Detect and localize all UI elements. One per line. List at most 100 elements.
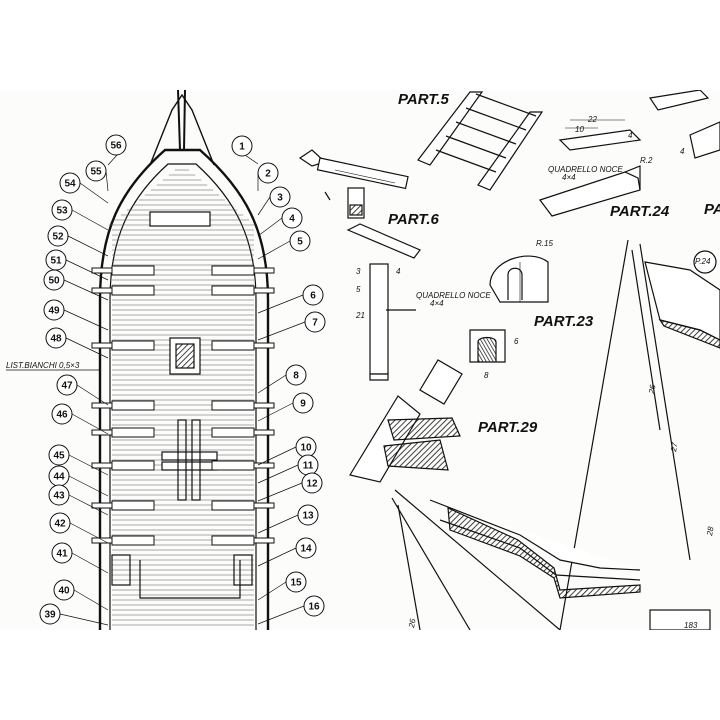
callout-bubble: 47 [56,374,109,406]
callout-bubble: 9 [257,392,314,422]
callout-bubble: 51 [45,249,109,281]
callout-bubble: 2 [257,162,279,191]
deck-fittings [111,211,253,599]
callout-label: 2 [265,169,271,180]
grating-pattern [175,343,195,369]
cannon [211,265,275,276]
callout-label: 41 [56,549,68,560]
cannon [211,400,275,411]
callout-bubble: 8 [257,364,307,394]
cannon [91,460,155,471]
dim-3: 3 [356,267,361,276]
callout-label: 50 [48,276,60,287]
dim-4b: 4 [680,147,685,156]
callout-label: 12 [306,479,318,490]
rigging-26: 26 [647,383,658,395]
callout-bubble: 46 [51,403,109,435]
dim-4c: 4 [396,267,401,276]
cannon [211,500,275,511]
cannon [211,285,275,296]
callout-bubble: 15 [257,571,307,601]
callout-label: 7 [312,318,318,329]
cannon [91,340,155,351]
callout-label: 51 [50,256,62,267]
cannon [91,400,155,411]
callout-bubble: 41 [51,542,109,574]
callout-bubble: 44 [48,465,109,497]
callout-bubble: 16 [257,595,325,625]
callout-bubble: 3 [257,186,291,216]
dim-4a: 4 [628,131,633,140]
callout-bubble: 1 [231,135,259,165]
note-quadrello-2: QUADRELLO NOCE [548,165,623,174]
part6-label: PART.6 [388,211,440,228]
cannon [211,535,275,546]
callout-label: 42 [54,519,66,530]
callout-label: 55 [90,167,102,178]
callout-label: 49 [48,306,60,317]
callout-bubble: 7 [257,311,326,341]
callout-bubble: 43 [48,484,109,516]
cannons [91,265,275,546]
note-quadrello-2-size: 4×4 [562,173,576,182]
callout-label: 1 [239,142,245,153]
callout-bubble: 56 [105,134,127,166]
part24-label: PART.24 [610,203,670,220]
rigging-27: 27 [669,441,680,453]
callout-label: 47 [61,381,73,392]
cannon [91,285,155,296]
dim-5: 5 [356,285,361,294]
part29-label: PART.29 [478,419,538,436]
callout-label: 43 [53,491,65,502]
callout-label: 44 [53,472,65,483]
dim-21: 21 [355,311,365,320]
callout-label: 3 [277,193,283,204]
partial-part-label: PA [704,201,720,218]
callout-label: 16 [308,602,320,613]
cannon [91,500,155,511]
rigging-p24: P.24 [695,257,711,266]
part5-label: PART.5 [398,91,450,108]
callout-label: 8 [293,371,299,382]
callout-bubble: 52 [47,225,109,257]
callout-bubble: 45 [48,444,109,476]
cannon [211,427,275,438]
dim-10: 10 [575,125,584,134]
note-quadrello-1: QUADRELLO NOCE [416,291,491,300]
callout-bubble: 54 [59,172,109,204]
part23-drawing [469,255,549,363]
callout-bubble: 6 [257,284,324,314]
callout-bubble: 39 [39,603,109,626]
callout-label: 5 [297,237,303,248]
callout-label: 9 [300,399,306,410]
callout-label: 45 [53,451,65,462]
dim-r15: R.15 [536,239,553,248]
callout-label: 11 [303,461,314,472]
callout-bubble: 13 [257,504,319,534]
cannon [211,460,275,471]
callout-label: 6 [310,291,316,302]
callout-label: 39 [44,610,56,621]
rigging-sails [391,239,720,630]
callout-label: 54 [64,179,76,190]
cannon [211,340,275,351]
callout-label: 13 [302,511,314,522]
note-quadrello-1-size: 4×4 [430,299,444,308]
part24-drawing [539,90,720,217]
callout-bubble: 50 [43,269,109,301]
dim-22: 22 [587,115,597,124]
callout-label: 46 [56,410,68,421]
rigging-28: 28 [705,525,716,537]
deck-planking [108,169,256,626]
callout-bubble: 42 [49,512,109,544]
callout-bubble: 49 [43,299,109,331]
callout-bubble: 4 [257,207,303,237]
dim-6: 6 [514,337,519,346]
callout-label: 14 [300,544,312,555]
dim-r2: R.2 [640,156,653,165]
callout-label: 52 [52,232,64,243]
